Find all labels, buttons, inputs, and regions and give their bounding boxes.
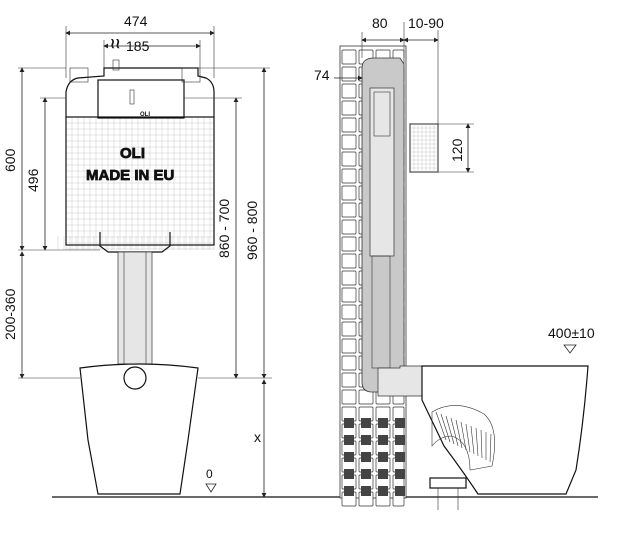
brand-small-label: OLI [140,112,150,118]
left-mount [69,67,89,83]
dim-tank-height: 600 [2,148,18,172]
outlet-bend [377,365,423,397]
dim-pan-outlet: 400±10 [548,325,595,341]
side-view: 80 10-90 74 120 400±10 [314,15,595,510]
dim-pan-height: 200-360 [2,288,18,340]
right-mount [181,67,201,83]
tank-top-housing [65,67,215,117]
flush-icon: ≀≀ [110,35,121,51]
pan-trap [431,405,495,471]
dim-total-width: 474 [124,13,148,29]
tank-body [65,116,215,246]
dim-flush-spacing: 185 [126,38,150,54]
dim-wall-offset: 10-90 [408,15,444,31]
dim-wall-thickness: 74 [314,67,330,83]
dim-frame-depth: 80 [372,15,388,31]
dim-frame-height: 960 - 800 [244,201,260,260]
pan-front [79,363,199,495]
valve-body [373,91,391,137]
dim-outlet-size: 120 [449,138,465,162]
dim-inner-height: 496 [25,168,41,192]
flush-pipe [117,251,153,365]
tank-grid [57,116,221,250]
brand-label: OLI [120,145,145,162]
valve-top [112,59,120,71]
dim-flush-height: 860 - 700 [216,199,232,258]
pan-inlet [123,366,147,390]
outlet-grid [409,123,439,173]
mechanism-box [97,79,185,119]
cistern-inner [369,87,395,257]
dim-variable-x: x [254,429,261,445]
pan-side [421,365,589,495]
origin-label: MADE IN EU [86,167,174,184]
floor-outlet [429,477,467,489]
flush-button-slot [129,89,135,105]
dim-floor-zero: 0 [206,467,213,481]
front-view: ≀≀ OLI OLI MADE IN EU 474 185 600 [2,13,598,498]
